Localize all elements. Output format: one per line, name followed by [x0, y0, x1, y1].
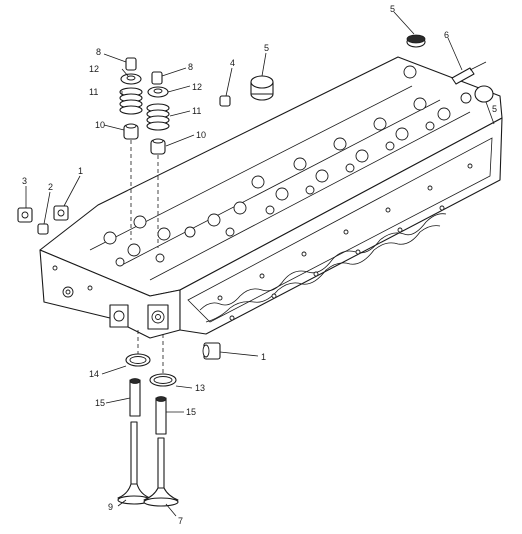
callout-8-right: 8 — [188, 62, 193, 72]
callout-4: 4 — [230, 58, 235, 68]
callout-8-left: 8 — [96, 47, 101, 57]
valve-9 — [117, 421, 151, 505]
callout-14: 14 — [89, 369, 99, 379]
valve-spring-left — [119, 87, 143, 115]
callout-3: 3 — [22, 176, 27, 186]
plug-4 — [219, 95, 231, 107]
callout-10-right: 10 — [196, 130, 206, 140]
plug-2 — [37, 223, 49, 235]
callout-5-left: 5 — [264, 43, 269, 53]
valve-keeper-right — [151, 71, 163, 85]
callout-6: 6 — [444, 30, 449, 40]
callout-5-top: 5 — [390, 4, 395, 14]
callout-12-left: 12 — [89, 64, 99, 74]
callout-2: 2 — [48, 182, 53, 192]
spring-retainer-left — [120, 73, 142, 85]
plug-1-lower — [202, 342, 221, 360]
seat-insert-14 — [125, 353, 151, 367]
callout-9: 9 — [108, 502, 113, 512]
valve-keeper-left — [125, 57, 137, 71]
callout-7: 7 — [178, 516, 183, 526]
callout-13: 13 — [195, 383, 205, 393]
valve-seal-right — [150, 138, 166, 155]
callout-15-left: 15 — [95, 398, 105, 408]
valve-guide-right — [155, 396, 167, 435]
callout-12-right: 12 — [192, 82, 202, 92]
leader-lines — [25, 11, 495, 517]
sensor-6 — [451, 61, 487, 85]
callout-11-left: 11 — [89, 87, 98, 97]
callout-11-right: 11 — [192, 106, 201, 116]
plug-1-left — [53, 205, 69, 221]
callout-10-left: 10 — [95, 120, 105, 130]
valve-guide-left — [129, 378, 141, 417]
cup-plug-5-right — [474, 85, 494, 103]
callout-1-lower: 1 — [261, 352, 266, 362]
cup-plug-5-top — [406, 34, 426, 48]
seat-insert-13 — [149, 373, 177, 387]
callout-15-right: 15 — [186, 407, 196, 417]
cup-plug-5-left — [250, 75, 274, 101]
gasket-face-bolt-holes — [217, 163, 473, 321]
cylinder-head — [39, 56, 503, 339]
valve-seal-left — [123, 123, 139, 140]
valve-7 — [143, 437, 179, 507]
callouts: 8 12 11 10 8 12 11 10 3 2 1 4 5 5 6 5 1 … — [22, 4, 497, 526]
plug-3 — [17, 207, 33, 223]
callout-5-right: 5 — [492, 104, 497, 114]
valve-spring-right — [146, 103, 170, 131]
rocker-bosses — [103, 65, 472, 267]
spring-retainer-right — [147, 86, 169, 98]
callout-1-upper: 1 — [78, 166, 83, 176]
